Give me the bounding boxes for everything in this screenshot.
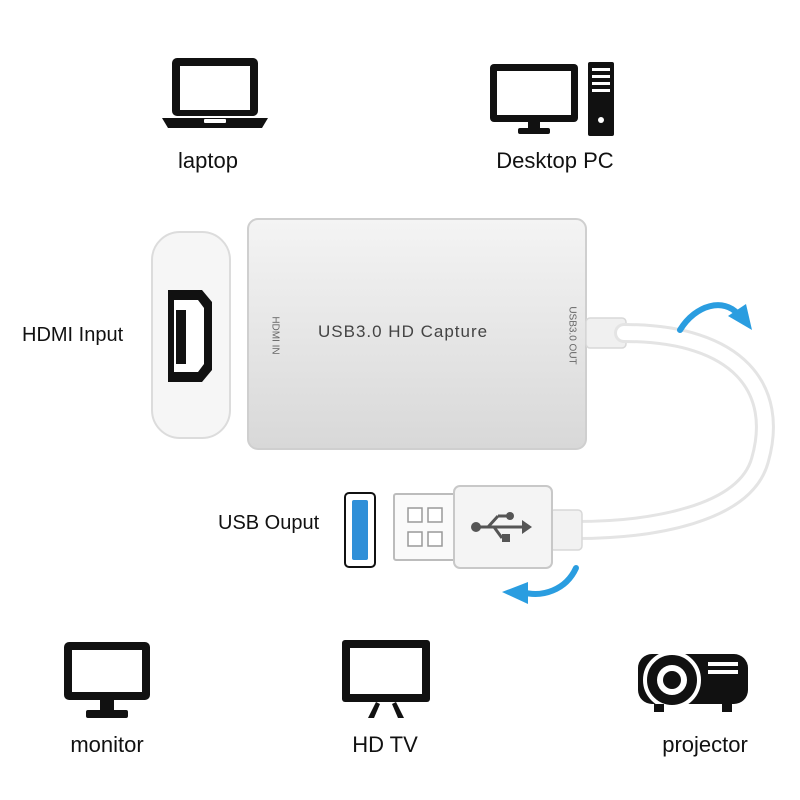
monitor-label: monitor <box>70 732 144 757</box>
top-band <box>0 0 800 185</box>
usb-output-label: USB Ouput <box>218 512 320 534</box>
hd-tv-icon <box>340 638 432 720</box>
hd-tv-label: HD TV <box>352 732 418 757</box>
rotate-arrow-top-icon <box>676 290 760 340</box>
projector-label: projector <box>662 732 748 757</box>
hdmi-in-print: HDMI IN <box>269 316 281 355</box>
projector-icon <box>636 644 750 714</box>
rotate-arrow-bottom-icon <box>498 560 582 610</box>
laptop-icon <box>160 52 270 132</box>
hdmi-port-icon <box>150 230 232 440</box>
laptop-label: laptop <box>178 148 238 173</box>
usb-symbol-icon <box>470 510 534 544</box>
device-name-label: USB3.0 HD Capture <box>318 322 489 341</box>
hdmi-input-label: HDMI Input <box>22 324 124 346</box>
desktop-pc-label: Desktop PC <box>496 148 614 173</box>
usb-cable <box>540 300 800 560</box>
usb-port-icon <box>344 492 376 568</box>
desktop-pc-icon <box>488 58 618 138</box>
monitor-icon <box>62 640 152 720</box>
